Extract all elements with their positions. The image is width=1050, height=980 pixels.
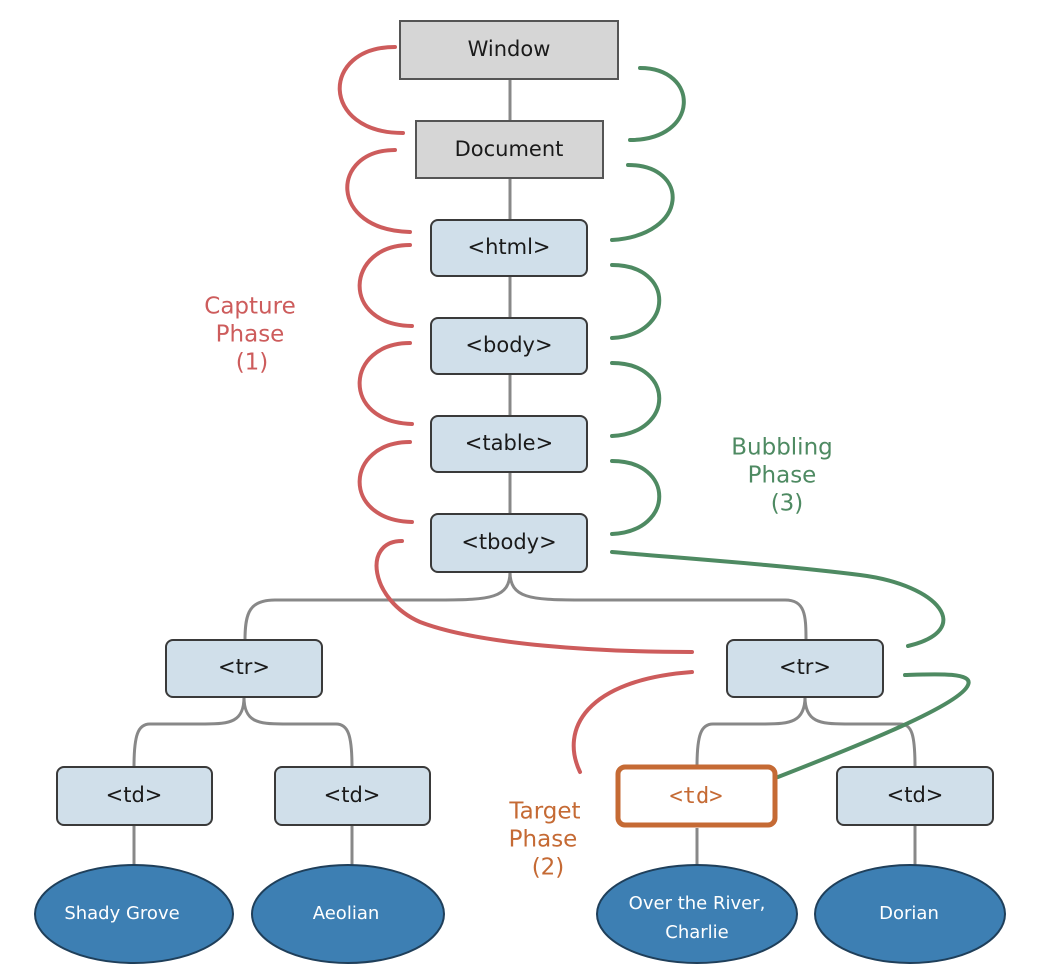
node-body[interactable]: <body> [430, 317, 588, 375]
leaf-dorian[interactable]: Dorian [814, 864, 1006, 964]
capture-arc-table-tbody [357, 440, 414, 524]
node-td-target[interactable]: <td> [615, 764, 778, 828]
leaf-dorian-label: Dorian [879, 903, 939, 924]
node-tbody[interactable]: <tbody> [430, 513, 588, 573]
capture-arc-document-html [345, 148, 412, 234]
node-window-label: Window [468, 37, 551, 61]
capture-phase-line-1: Capture [204, 294, 295, 320]
leaf-over-the-river[interactable]: Over the River, Charlie [596, 864, 798, 964]
leaf-over-the-river-line-2: Charlie [665, 922, 728, 943]
node-tbody-label: <tbody> [461, 530, 556, 554]
capture-arc-window-document [337, 45, 405, 135]
target-phase-line-1: Target [508, 799, 580, 825]
leaf-over-the-river-line-1: Over the River, [629, 893, 766, 914]
node-tr-right-label: <tr> [779, 655, 831, 679]
tree-connectors [132, 79, 917, 865]
node-document-label: Document [455, 137, 564, 161]
connector-tr-left-td-2 [242, 696, 354, 768]
capture-phase-line-2: Phase [216, 322, 285, 348]
node-tr-right[interactable]: <tr> [726, 639, 884, 698]
leaf-aeolian-label: Aeolian [313, 903, 380, 924]
capture-arc-html-body [357, 243, 414, 328]
connector-tbody-tr-left [243, 571, 512, 641]
capture-arc-tbody-tr [374, 539, 694, 654]
capture-phase-line-3: (1) [236, 350, 269, 376]
capture-arc-body-table [357, 341, 414, 426]
node-td-4-label: <td> [887, 783, 944, 807]
bubbling-arc-document-window [628, 66, 686, 142]
capture-arc-tr-td [571, 670, 694, 774]
node-table-label: <table> [465, 431, 553, 455]
capture-phase-label: Capture Phase (1) [204, 294, 295, 376]
node-body-label: <body> [465, 333, 552, 357]
node-window[interactable]: Window [399, 20, 619, 80]
target-phase-label: Target Phase (2) [508, 799, 580, 881]
leaf-shady-grove-label: Shady Grove [64, 903, 179, 924]
node-td-1-label: <td> [106, 783, 163, 807]
capture-arcs [337, 45, 694, 774]
bubbling-phase-line-3: (3) [771, 491, 804, 517]
bubbling-arc-tbody-table [610, 459, 662, 536]
node-td-1[interactable]: <td> [56, 766, 213, 826]
node-tr-left-label: <tr> [218, 655, 270, 679]
target-phase-line-3: (2) [532, 855, 565, 881]
bubbling-arc-body-html [610, 263, 662, 340]
node-html-label: <html> [467, 235, 550, 259]
bubbling-phase-line-2: Phase [748, 463, 817, 489]
connector-tbody-tr-right [508, 571, 808, 641]
node-table[interactable]: <table> [430, 415, 588, 473]
node-td-2[interactable]: <td> [274, 766, 431, 826]
node-document[interactable]: Document [415, 120, 604, 179]
bubbling-arc-tr-tbody [610, 550, 946, 648]
node-td-4[interactable]: <td> [836, 766, 994, 826]
bubbling-arc-html-document [610, 163, 675, 242]
node-td-2-label: <td> [324, 783, 381, 807]
connector-tr-left-td-1 [132, 696, 246, 768]
bubbling-arcs [610, 66, 971, 779]
connector-tr-right-td-4 [803, 696, 917, 768]
bubbling-arc-table-body [610, 361, 662, 438]
bubbling-phase-label: Bubbling Phase (3) [731, 435, 833, 517]
leaf-aeolian[interactable]: Aeolian [251, 864, 445, 964]
bubbling-arc-td-tr [776, 672, 971, 779]
node-html[interactable]: <html> [430, 219, 588, 277]
bubbling-phase-line-1: Bubbling [731, 435, 833, 461]
leaf-shady-grove[interactable]: Shady Grove [34, 864, 234, 964]
connector-tr-right-td-target [695, 696, 807, 768]
node-td-target-label: <td> [670, 784, 723, 809]
node-tr-left[interactable]: <tr> [165, 639, 323, 698]
target-phase-line-2: Phase [509, 827, 578, 853]
